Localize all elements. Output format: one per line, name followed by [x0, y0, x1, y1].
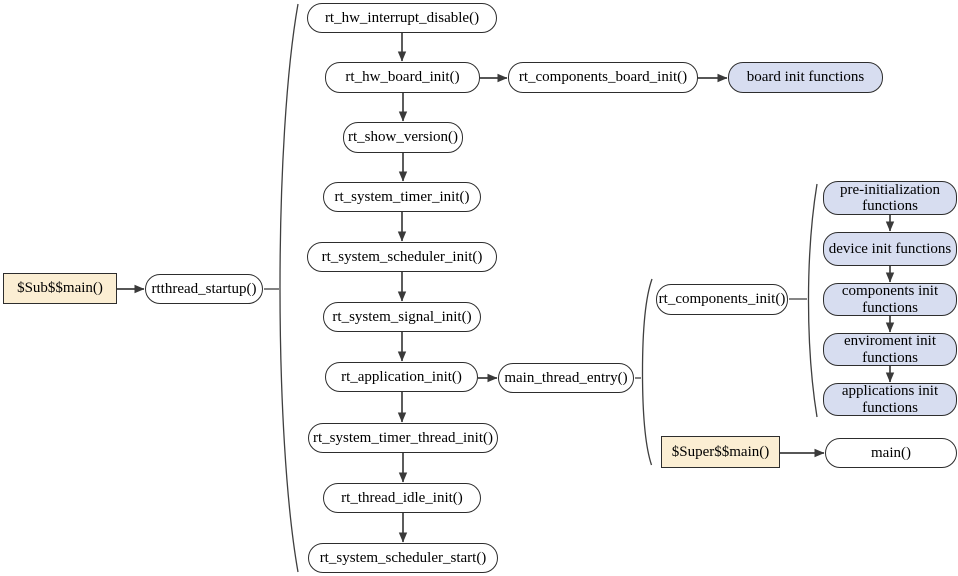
node-label: rt_system_timer_thread_init() [313, 429, 493, 446]
rt-system-scheduler-start-node: rt_system_scheduler_start() [308, 543, 498, 573]
sub-main-node: $Sub$$main() [3, 273, 117, 304]
node-label: $Super$$main() [671, 443, 770, 460]
rt-application-init-node: rt_application_init() [325, 362, 478, 392]
node-label: components init functions [841, 283, 939, 316]
rt-system-scheduler-init-node: rt_system_scheduler_init() [307, 242, 497, 272]
node-label: rtthread_startup() [151, 280, 257, 297]
rt-hw-board-init-node: rt_hw_board_init() [325, 62, 480, 93]
rt-hw-interrupt-disable-node: rt_hw_interrupt_disable() [307, 3, 497, 33]
components-init-grouping-brace [807, 183, 818, 418]
node-label: device init functions [828, 240, 952, 257]
enviroment-init-functions-node: enviroment init functions [823, 333, 957, 366]
rt-system-timer-thread-init-node: rt_system_timer_thread_init() [308, 423, 498, 453]
rt-system-signal-init-node: rt_system_signal_init() [323, 302, 481, 332]
node-label: enviroment init functions [843, 333, 937, 366]
pre-initialization-functions-node: pre-initialization functions [823, 181, 957, 215]
node-label: rt_components_board_init() [518, 69, 688, 86]
node-label: rt_show_version() [348, 129, 458, 146]
node-label: rt_hw_interrupt_disable() [324, 9, 480, 26]
components-init-functions-node: components init functions [823, 283, 957, 316]
main-fn-node: main() [825, 438, 957, 468]
rtthread-startup-node: rtthread_startup() [145, 274, 263, 304]
node-label: rt_system_timer_init() [334, 188, 470, 205]
node-label: applications init functions [841, 383, 939, 416]
node-label: rt_system_signal_init() [332, 308, 472, 325]
node-label: rt_system_scheduler_start() [319, 549, 487, 566]
rt-system-timer-init-node: rt_system_timer_init() [323, 182, 481, 212]
rt-components-board-init-node: rt_components_board_init() [508, 62, 698, 93]
rt-components-init-node: rt_components_init() [656, 284, 788, 315]
main-thread-entry-node: main_thread_entry() [498, 363, 634, 393]
applications-init-functions-node: applications init functions [823, 383, 957, 416]
node-label: main_thread_entry() [504, 369, 628, 386]
node-label: rt_hw_board_init() [345, 69, 460, 86]
super-main-node: $Super$$main() [661, 436, 780, 468]
device-init-functions-node: device init functions [823, 232, 957, 266]
rt-show-version-node: rt_show_version() [343, 122, 463, 153]
node-label: rt_thread_idle_init() [341, 489, 463, 506]
node-label: board init functions [746, 69, 865, 86]
startup-grouping-brace [279, 3, 299, 573]
node-label: rt_application_init() [341, 368, 462, 385]
node-label: pre-initialization functions [840, 181, 940, 214]
main-thread-grouping-brace [641, 278, 653, 466]
board-init-functions-node: board init functions [728, 62, 883, 93]
node-label: $Sub$$main() [17, 280, 103, 297]
node-label: main() [871, 444, 911, 461]
rt-thread-idle-init-node: rt_thread_idle_init() [323, 483, 481, 513]
node-label: rt_components_init() [658, 291, 786, 308]
node-label: rt_system_scheduler_init() [321, 248, 483, 265]
